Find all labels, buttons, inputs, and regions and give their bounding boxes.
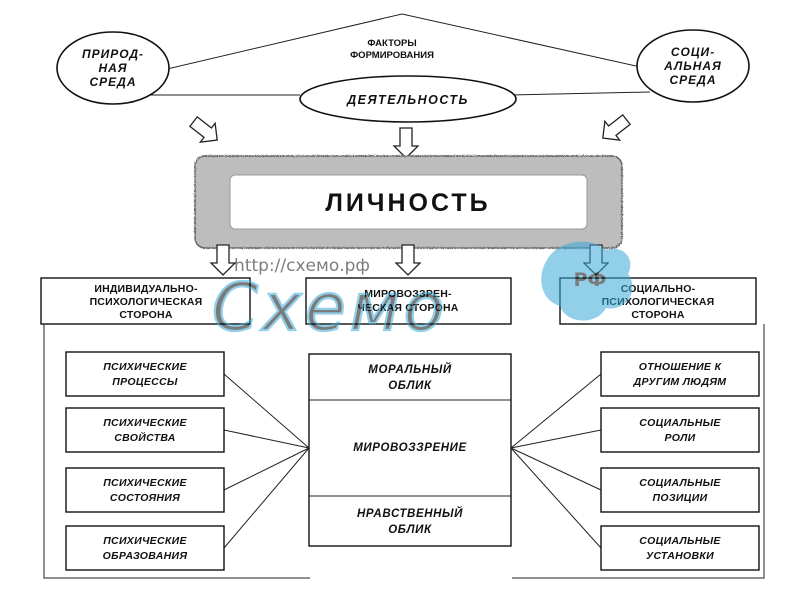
social-side-line-2: ПСИХОЛОГИЧЕСКАЯ [602,296,715,308]
individual-side-line-2: ПСИХОЛОГИЧЕСКАЯ [90,296,203,308]
nature-environment-ellipse [56,31,170,105]
left-item-2-line-2: СВОЙСТВА [114,431,175,444]
social-env-label-line-1: СОЦИ- [671,45,715,59]
social-side-line-1: СОЦИАЛЬНО- [621,283,696,295]
arrow-nature-to-personality [188,115,218,143]
ethical-image-line-1: НРАВСТВЕННЫЙ [357,507,463,520]
social-env-label-line-3: СРЕДА [669,73,716,87]
roof-base-right [509,91,651,96]
center-column-box [308,353,512,547]
left-item-box-3 [65,467,225,513]
left-item-4-line-1: ПСИХИЧЕСКИЕ [103,535,187,547]
right-item-4-line-2: УСТАНОВКИ [646,550,714,562]
roof-line [119,13,691,81]
social-side-line-3: СТОРОНА [631,309,684,321]
individual-side-line-3: СТОРОНА [119,309,172,321]
left-item-3-line-2: СОСТОЯНИЯ [110,492,180,504]
right-item-3-line-2: ПОЗИЦИИ [653,492,708,504]
individual-side-box [40,277,251,325]
right-item-box-3 [600,467,760,513]
watermark: http://схемо.рф Схемо РФ [211,241,633,347]
nature-label-line-1: ПРИРОД- [82,47,144,61]
right-item-box-1 [600,351,760,397]
right-item-box-2 [600,407,760,453]
ethical-image-line-2: ОБЛИК [388,524,432,536]
left-rail [43,324,310,579]
activity-label: ДЕЯТЕЛЬНОСТЬ [346,93,469,107]
arrow-social-to-personality [602,113,632,141]
personality-title: ЛИЧНОСТЬ [325,189,490,217]
worldview-side-line-1: МИРОВОЗЗРЕН- [364,288,452,300]
activity-ellipse [299,75,517,123]
factors-roof [119,13,691,96]
factors-title-line-2: ФОРМИРОВАНИЯ [350,50,434,61]
right-item-1-line-1: ОТНОШЕНИЕ К [639,361,723,373]
right-item-2-line-2: РОЛИ [665,432,696,444]
arrow-activity-to-personality [392,127,420,159]
right-item-1-line-2: ДРУГИМ ЛЮДЯМ [633,376,727,388]
right-item-3-line-1: СОЦИАЛЬНЫЕ [639,477,721,489]
nature-label-line-3: СРЕДА [89,75,136,89]
social-environment-ellipse [636,29,750,103]
watermark-badge-splash [541,241,633,321]
factors-title-line-1: ФАКТОРЫ [367,38,416,49]
worldview-label: МИРОВОЗЗРЕНИЕ [353,442,467,454]
watermark-url: http://схемо.рф [234,256,370,276]
right-item-2-line-1: СОЦИАЛЬНЫЕ [639,417,721,429]
left-item-2-line-1: ПСИХИЧЕСКИЕ [103,417,187,429]
left-item-box-1 [65,351,225,397]
left-item-box-2 [65,407,225,453]
watermark-word: Схемо [212,269,448,346]
social-env-label-line-2: АЛЬНАЯ [663,59,722,73]
right-item-4-line-1: СОЦИАЛЬНЫЕ [639,535,721,547]
left-item-1-line-2: ПРОЦЕССЫ [112,376,178,388]
left-item-1-line-1: ПСИХИЧЕСКИЕ [103,361,187,373]
right-connectors [510,373,602,549]
moral-image-line-2: ОБЛИК [388,380,432,392]
individual-side-line-1: ИНДИВИДУАЛЬНО- [94,283,198,295]
watermark-badge-text: РФ [574,269,607,291]
nature-label-line-2: НАЯ [98,61,127,75]
worldview-side-line-2: ЧЕСКАЯ СТОРОНА [357,302,458,314]
right-rail [512,324,765,579]
left-item-3-line-1: ПСИХИЧЕСКИЕ [103,477,187,489]
left-item-box-4 [65,525,225,571]
arrow-to-individual-side [209,244,237,276]
left-connectors [223,373,310,549]
arrow-to-worldview-side [394,244,422,276]
left-item-4-line-2: ОБРАЗОВАНИЯ [103,550,188,562]
personality-frame [194,155,623,249]
worldview-side-box [305,277,512,325]
right-item-box-4 [600,525,760,571]
moral-image-line-1: МОРАЛЬНЫЙ [368,363,452,376]
